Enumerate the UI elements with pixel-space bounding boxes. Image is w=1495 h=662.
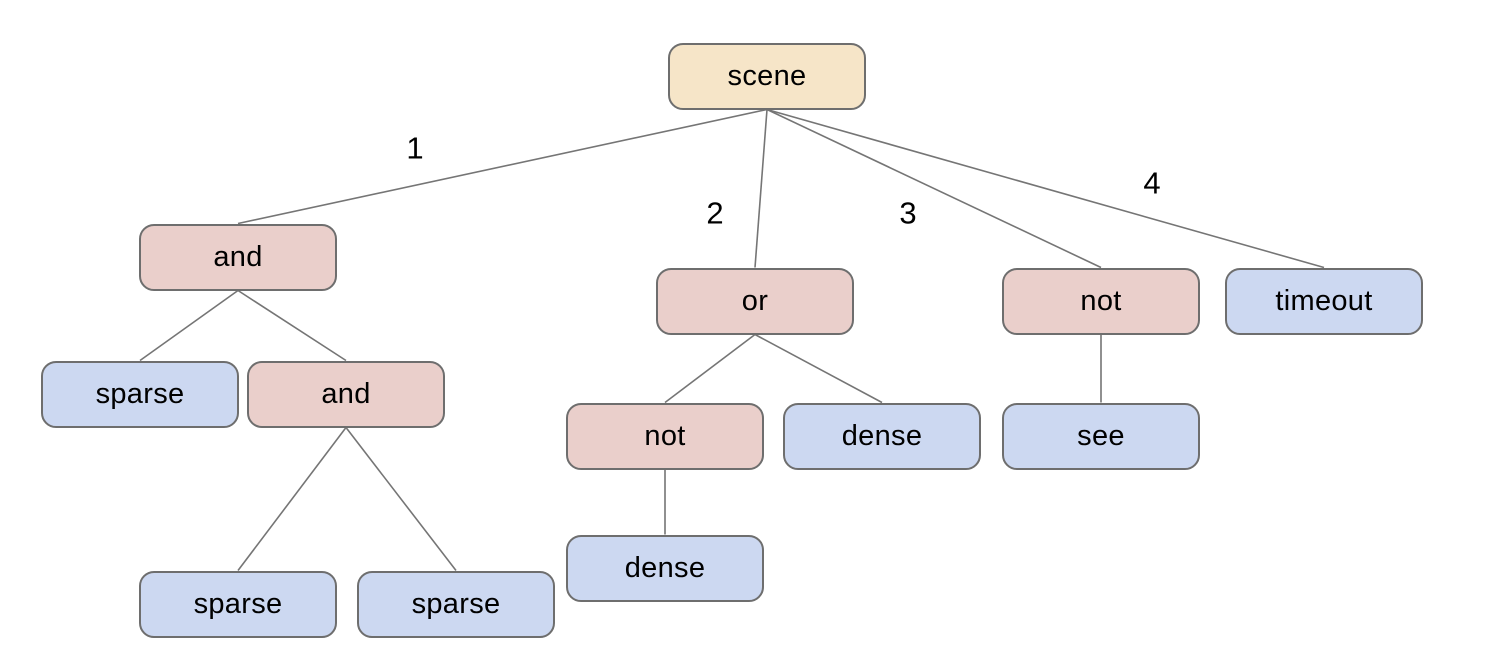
node-label: not xyxy=(644,419,686,452)
node-label: and xyxy=(321,377,371,410)
edge-scene-and1 xyxy=(237,108,768,225)
node-or1: or xyxy=(656,267,854,335)
node-label: and xyxy=(213,240,263,273)
node-see: see xyxy=(1002,402,1200,470)
node-label: sparse xyxy=(411,587,501,620)
node-sparse1: sparse xyxy=(41,360,239,428)
edge-label-3: 3 xyxy=(899,195,917,231)
edge-or1-dense1 xyxy=(754,333,883,404)
node-and2: and xyxy=(247,360,445,428)
edge-scene-not1 xyxy=(766,108,1102,269)
edge-or1-not2 xyxy=(664,333,756,404)
node-label: dense xyxy=(624,551,706,584)
node-label: not xyxy=(1080,284,1122,317)
node-and1: and xyxy=(139,223,337,291)
node-label: timeout xyxy=(1275,284,1373,317)
node-label: dense xyxy=(841,419,923,452)
edge-label-2: 2 xyxy=(706,195,724,231)
node-label: sparse xyxy=(193,587,283,620)
node-dense1: dense xyxy=(783,402,981,470)
node-label: see xyxy=(1077,419,1125,452)
edge-scene-timeout xyxy=(766,108,1325,269)
node-label: sparse xyxy=(95,377,185,410)
edge-and2-sparse3 xyxy=(345,427,457,571)
edge-label-4: 4 xyxy=(1143,165,1161,201)
edge-and2-sparse2 xyxy=(237,427,347,571)
edge-scene-or1 xyxy=(754,109,768,268)
node-not2: not xyxy=(566,402,764,470)
edge-and1-sparse1 xyxy=(139,289,239,362)
node-scene: scene xyxy=(668,42,866,110)
node-sparse3: sparse xyxy=(357,570,555,638)
node-not1: not xyxy=(1002,267,1200,335)
node-label: or xyxy=(741,284,769,317)
node-timeout: timeout xyxy=(1225,267,1423,335)
edge-label-1: 1 xyxy=(406,130,424,166)
node-dense2: dense xyxy=(566,534,764,602)
node-label: scene xyxy=(727,59,807,92)
edge-and1-and2 xyxy=(237,289,347,362)
node-sparse2: sparse xyxy=(139,570,337,638)
